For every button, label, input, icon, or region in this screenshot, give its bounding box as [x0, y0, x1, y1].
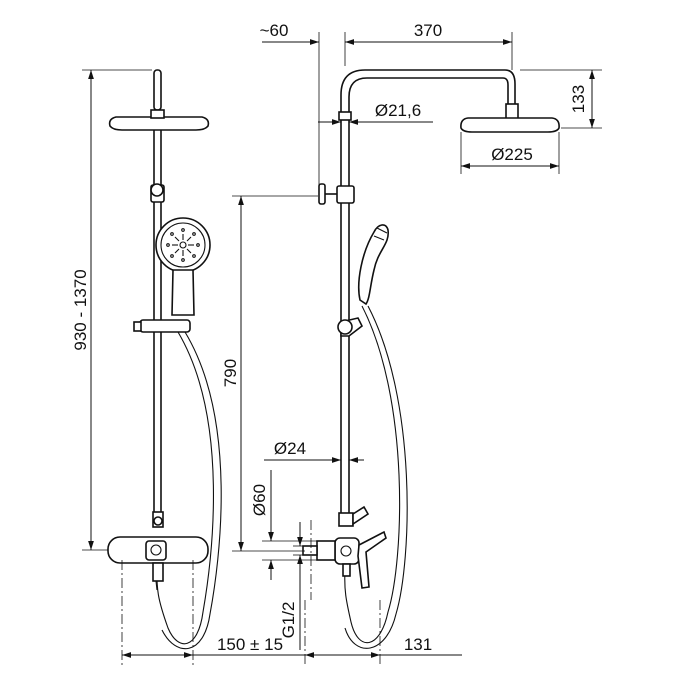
front-holder-bracket: [139, 319, 191, 333]
pipe-diameter-label: Ø21,6: [375, 101, 421, 120]
side-dimensions: ~60 370 133 Ø21,6 Ø225 790 Ø24 Ø60: [221, 21, 602, 658]
lower-pipe-diameter-label: Ø24: [274, 439, 306, 458]
front-dimensions: 930 - 1370 150 ± 15: [71, 69, 305, 658]
side-upper-clamp: [336, 185, 355, 204]
arm-length-label: 370: [414, 21, 442, 40]
total-height-label: 930 - 1370: [71, 269, 90, 350]
front-hand-shower-head: [155, 217, 211, 273]
head-diameter-label: Ø225: [491, 145, 533, 164]
side-head-shower: [460, 117, 560, 133]
wall-spacing-label: 150 ± 15: [217, 635, 283, 654]
side-hose: [344, 305, 401, 644]
connection-thread-label: G1/2: [279, 602, 298, 639]
side-mixer-body: [334, 537, 360, 565]
side-hand-shower: [357, 224, 389, 306]
front-hose: [156, 331, 214, 645]
cover-diameter-label: Ø60: [250, 484, 269, 516]
side-mixer-lever: [357, 530, 387, 589]
side-riser-arm: [340, 69, 516, 520]
arm-offset-label: ~60: [260, 21, 289, 40]
side-view: [302, 69, 560, 665]
front-head-shower: [108, 116, 210, 131]
rail-height-label: 790: [221, 359, 240, 387]
depth-label: 131: [404, 635, 432, 654]
front-view: [107, 69, 222, 665]
head-height-label: 133: [569, 85, 588, 113]
